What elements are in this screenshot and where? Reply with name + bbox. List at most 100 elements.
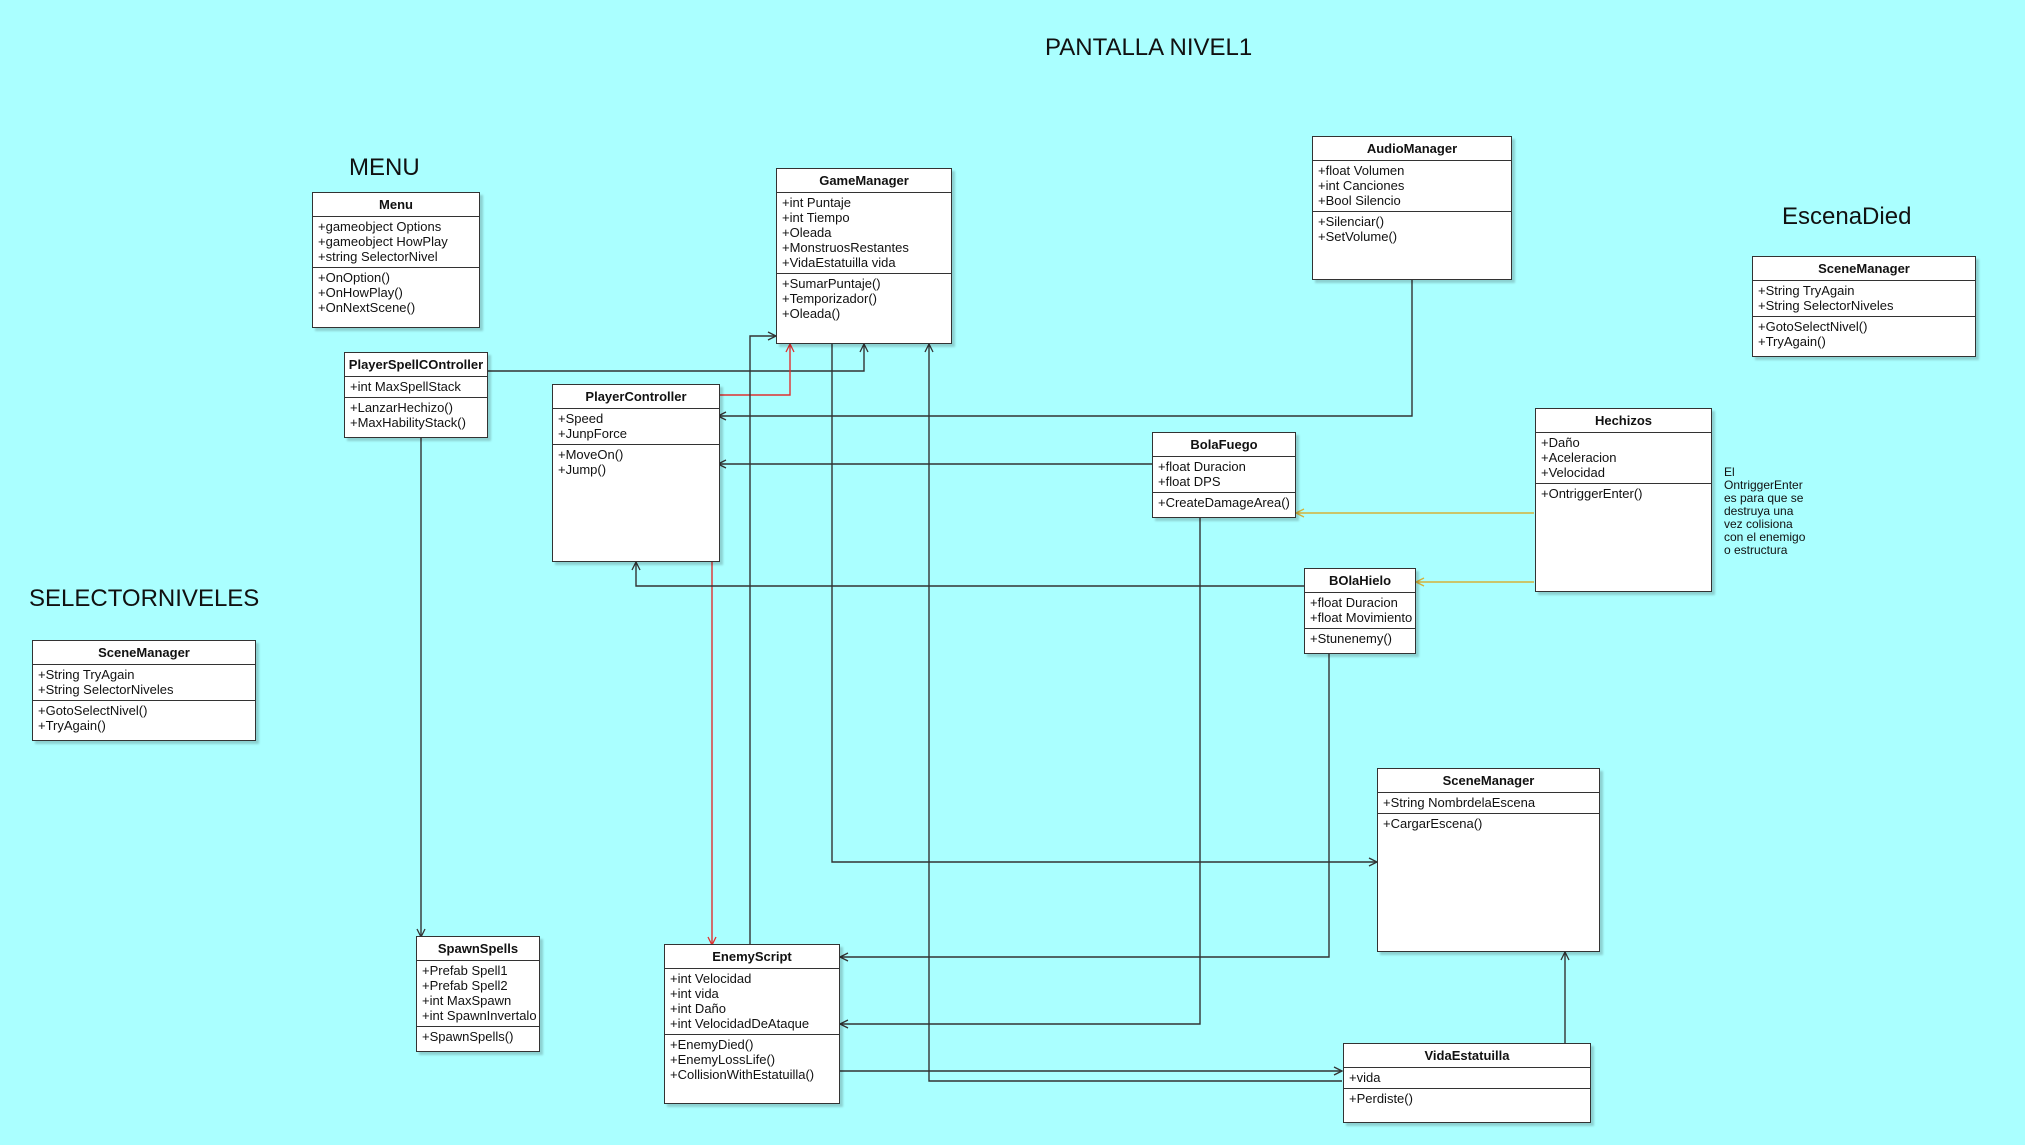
class-name: SpawnSpells <box>417 937 539 961</box>
class-scene-manager-died[interactable]: SceneManager+String TryAgain+String Sele… <box>1752 256 1976 357</box>
class-attributes: +Speed+JunpForce <box>553 409 719 445</box>
class-attribute: +Velocidad <box>1541 465 1605 480</box>
class-name: SceneManager <box>33 641 255 665</box>
note-line: es para que se <box>1724 491 1804 505</box>
class-methods: +EnemyDied()+EnemyLossLife()+CollisionWi… <box>665 1035 839 1085</box>
class-menu[interactable]: Menu+gameobject Options+gameobject HowPl… <box>312 192 480 328</box>
class-attribute: +float Movimiento <box>1310 610 1413 625</box>
class-method: +Stunenemy() <box>1310 631 1393 646</box>
class-bola-fuego[interactable]: BolaFuego+float Duracion+float DPS+Creat… <box>1152 432 1296 518</box>
class-method: +OnHowPlay() <box>318 285 403 300</box>
class-method: +EnemyDied() <box>670 1037 754 1052</box>
class-method: +OnNextScene() <box>318 300 416 315</box>
class-attribute: +int VelocidadDeAtaque <box>670 1016 810 1031</box>
connector-enemyscript-to-gamemanager <box>749 336 776 945</box>
class-methods: +CreateDamageArea() <box>1153 493 1295 513</box>
class-attribute: +vida <box>1349 1070 1381 1085</box>
class-method: +TryAgain() <box>38 718 106 733</box>
class-audio-manager[interactable]: AudioManager+float Volumen+int Canciones… <box>1312 136 1512 280</box>
class-name: AudioManager <box>1313 137 1511 161</box>
connector-bolahielo-to-enemyscript <box>840 654 1330 957</box>
note-line: o estructura <box>1724 543 1788 557</box>
class-methods: +CargarEscena() <box>1378 814 1599 834</box>
class-method: +SetVolume() <box>1318 229 1398 244</box>
class-attributes: +String TryAgain+String SelectorNiveles <box>1753 281 1975 317</box>
class-attribute: +float Volumen <box>1318 163 1405 178</box>
class-name: VidaEstatuilla <box>1344 1044 1590 1068</box>
class-bola-hielo[interactable]: BOlaHielo+float Duracion+float Movimient… <box>1304 568 1416 654</box>
class-attribute: +String TryAgain <box>1758 283 1855 298</box>
class-attribute: +Aceleracion <box>1541 450 1617 465</box>
class-method: +TryAgain() <box>1758 334 1826 349</box>
class-attributes: +Daño+Aceleracion+Velocidad <box>1536 433 1711 484</box>
note-line: OntriggerEnter <box>1724 478 1803 492</box>
class-method: +Silenciar() <box>1318 214 1385 229</box>
class-methods: +SpawnSpells() <box>417 1027 539 1047</box>
class-method: +MoveOn() <box>558 447 624 462</box>
class-method: +GotoSelectNivel() <box>1758 319 1868 334</box>
class-attribute: +Prefab Spell1 <box>422 963 508 978</box>
class-name: EnemyScript <box>665 945 839 969</box>
connector-bolahielo-to-playercontroller <box>636 562 1304 587</box>
class-attribute: +String SelectorNiveles <box>38 682 174 697</box>
class-attributes: +String TryAgain+String SelectorNiveles <box>33 665 255 701</box>
class-game-manager[interactable]: GameManager+int Puntaje+int Tiempo+Olead… <box>776 168 952 344</box>
class-attribute: +Bool Silencio <box>1318 193 1401 208</box>
class-name: SceneManager <box>1753 257 1975 281</box>
class-name: SceneManager <box>1378 769 1599 793</box>
class-attribute: +String SelectorNiveles <box>1758 298 1894 313</box>
class-attributes: +String NombrdelaEscena <box>1378 793 1599 814</box>
class-attributes: +Prefab Spell1+Prefab Spell2+int MaxSpaw… <box>417 961 539 1027</box>
class-attribute: +float DPS <box>1158 474 1221 489</box>
class-scene-manager-main[interactable]: SceneManager +String NombrdelaEscena +Carg… <box>1377 768 1600 952</box>
class-methods: +LanzarHechizo()+MaxHabilityStack() <box>345 398 487 433</box>
class-attribute: +int Puntaje <box>782 195 852 210</box>
class-method: +EnemyLossLife() <box>670 1052 776 1067</box>
class-methods: +SumarPuntaje()+Temporizador()+Oleada() <box>777 274 951 324</box>
class-method: +OnOption() <box>318 270 390 285</box>
class-methods: +Perdiste() <box>1344 1089 1590 1109</box>
class-attribute: +VidaEstatuilla vida <box>782 255 896 270</box>
title-pantalla-nivel1: PANTALLA NIVEL1 <box>1045 34 1253 61</box>
class-enemy-script[interactable]: EnemyScript+int Velocidad+int vida+int D… <box>664 944 840 1104</box>
class-attributes: +int MaxSpellStack <box>345 377 487 398</box>
class-attributes: +int Puntaje+int Tiempo+Oleada+Monstruos… <box>777 193 951 274</box>
class-attribute: +JunpForce <box>558 426 628 441</box>
class-attribute: +String TryAgain <box>38 667 135 682</box>
class-name: Menu <box>313 193 479 217</box>
class-methods: +OntriggerEnter() <box>1536 484 1711 504</box>
class-attribute: +int Velocidad <box>670 971 752 986</box>
class-method: +Oleada() <box>782 306 841 321</box>
class-vida-estatuilla[interactable]: VidaEstatuilla +vida +Perdiste() <box>1343 1043 1591 1123</box>
note-line: El <box>1724 465 1735 479</box>
class-method: +SpawnSpells() <box>422 1029 514 1044</box>
class-attribute: +String NombrdelaEscena <box>1383 795 1536 810</box>
class-spawn-spells[interactable]: SpawnSpells+Prefab Spell1+Prefab Spell2+… <box>416 936 540 1052</box>
class-attributes: +float Duracion+float DPS <box>1153 457 1295 493</box>
class-methods: +MoveOn()+Jump() <box>553 445 719 480</box>
class-attribute: +Oleada <box>782 225 832 240</box>
class-attribute: +Prefab Spell2 <box>422 978 508 993</box>
class-attribute: +int Daño <box>670 1001 727 1016</box>
class-player-spell-controller[interactable]: PlayerSpellCOntroller +int MaxSpellStack +… <box>344 352 488 438</box>
class-attributes: +vida <box>1344 1068 1590 1089</box>
class-attribute: +Daño <box>1541 435 1580 450</box>
class-method: +CollisionWithEstatuilla() <box>670 1067 815 1082</box>
class-scene-manager-selector[interactable]: SceneManager+String TryAgain+String Sele… <box>32 640 256 741</box>
class-attributes: +float Volumen+int Canciones+Bool Silenc… <box>1313 161 1511 212</box>
class-method: +CreateDamageArea() <box>1158 495 1290 510</box>
class-name: Hechizos <box>1536 409 1711 433</box>
class-method: +Perdiste() <box>1349 1091 1413 1106</box>
class-attribute: +int MaxSpellStack <box>350 379 461 394</box>
class-method: +Jump() <box>558 462 607 477</box>
class-attribute: +MonstruosRestantes <box>782 240 909 255</box>
class-method: +Temporizador() <box>782 291 878 306</box>
class-hechizos[interactable]: Hechizos+Daño+Aceleracion+Velocidad+Ontr… <box>1535 408 1712 592</box>
class-method: +SumarPuntaje() <box>782 276 881 291</box>
class-name: PlayerSpellCOntroller <box>345 353 487 377</box>
class-methods: +OnOption()+OnHowPlay()+OnNextScene() <box>313 268 479 318</box>
class-player-controller[interactable]: PlayerController+Speed+JunpForce+MoveOn(… <box>552 384 720 562</box>
